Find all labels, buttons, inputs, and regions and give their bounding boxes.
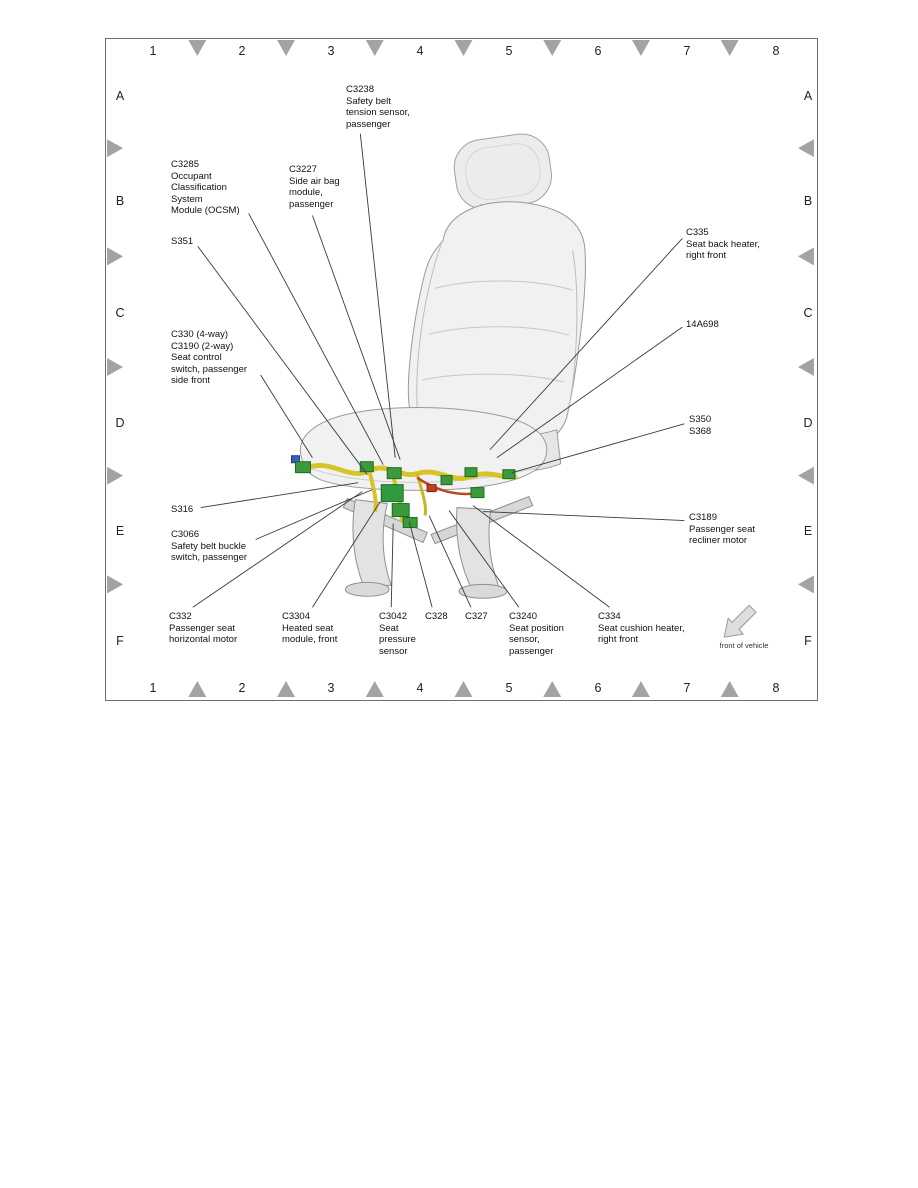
connector (380, 484, 404, 503)
grid-row-right-f: F (804, 633, 812, 648)
callout-c327: C327 (465, 611, 488, 622)
connector (402, 517, 418, 529)
front-of-vehicle-arrow-icon (723, 604, 757, 638)
leader-line (482, 511, 685, 521)
callout-c3240: C3240 Seat position sensor, passenger (509, 611, 564, 657)
leader-line (359, 133, 396, 458)
callout-s316: S316 (171, 504, 194, 515)
callout-s350-s368: S350 S368 (689, 414, 712, 437)
grid-row-right-b: B (803, 193, 813, 208)
grid-col-bottom-2: 2 (238, 680, 246, 695)
leader-line (312, 215, 401, 460)
callout-c3227: C3227 Side air bag module, passenger (289, 164, 340, 210)
grid-col-bottom-6: 6 (594, 680, 602, 695)
grid-row-left-c: C (115, 305, 125, 320)
leader-line (200, 482, 359, 509)
grid-col-bottom-5: 5 (505, 680, 513, 695)
connector (386, 467, 402, 480)
grid-col-bottom-7: 7 (683, 680, 691, 695)
leader-line (260, 374, 313, 458)
connector (440, 475, 453, 486)
grid-col-top-6: 6 (594, 43, 602, 58)
grid-row-right-c: C (803, 305, 813, 320)
callout-c328: C328 (425, 611, 448, 622)
grid-row-right-d: D (803, 415, 813, 430)
connector (391, 503, 410, 518)
grid-row-right-a: A (803, 88, 813, 103)
grid-col-bottom-1: 1 (149, 680, 157, 695)
grid-col-bottom-4: 4 (416, 680, 424, 695)
callout-c3304: C3304 Heated seat module, front (282, 611, 338, 646)
headrest (453, 133, 553, 210)
leader-line (390, 523, 394, 608)
leader-line (408, 521, 433, 608)
front-of-vehicle-label: front of vehicle (719, 641, 769, 650)
seat-diagram-art (107, 39, 814, 698)
grid-col-bottom-8: 8 (772, 680, 780, 695)
wiring-harness (291, 455, 518, 529)
callout-14a698: 14A698 (686, 319, 719, 330)
leader-line (511, 423, 685, 474)
callout-c330-c3190: C330 (4-way) C3190 (2-way) Seat control … (171, 329, 248, 387)
callout-c3238: C3238 Safety belt tension sensor, passen… (346, 84, 410, 130)
callout-c335: C335 Seat back heater, right front (686, 227, 760, 262)
connector (470, 487, 485, 499)
grid-col-bottom-3: 3 (327, 680, 335, 695)
leader-lines (192, 133, 685, 608)
grid-col-top-4: 4 (416, 43, 424, 58)
grid-row-left-e: E (115, 523, 125, 538)
callout-c3285-ocsm: C3285 Occupant Classification System Mod… (171, 159, 240, 217)
callout-s351: S351 (171, 236, 194, 247)
grid-col-top-3: 3 (327, 43, 335, 58)
grid-row-left-a: A (115, 88, 125, 103)
seat-illustration (291, 133, 586, 599)
connector (295, 461, 311, 474)
connector (426, 484, 437, 493)
grid-col-top-1: 1 (149, 43, 157, 58)
callout-c3066: C3066 Safety belt buckle switch, passeng… (171, 529, 248, 564)
callout-c3189: C3189 Passenger seat recliner motor (689, 512, 756, 547)
diagram-frame: 1 2 3 4 5 6 7 8 1 2 3 4 5 6 7 8 A B C D … (105, 38, 818, 701)
connector (502, 469, 516, 480)
grid-col-top-7: 7 (683, 43, 691, 58)
callout-c3042: C3042 Seat pressure sensor (379, 611, 416, 657)
grid-row-left-f: F (116, 633, 124, 648)
leader-line (312, 501, 381, 608)
grid-row-left-d: D (115, 415, 125, 430)
connector (464, 467, 478, 478)
grid-col-top-8: 8 (772, 43, 780, 58)
callout-c332: C332 Passenger seat horizontal motor (169, 611, 238, 646)
grid-edge-markers (107, 39, 814, 698)
leader-line (428, 515, 472, 608)
leader-line (448, 510, 520, 608)
leader-line (192, 491, 363, 608)
grid-row-right-e: E (803, 523, 813, 538)
connector (359, 461, 374, 473)
seat-base (342, 495, 534, 599)
grid-col-top-2: 2 (238, 43, 246, 58)
leader-line (472, 505, 610, 608)
leader-line (197, 246, 368, 475)
grid-row-left-b: B (115, 193, 125, 208)
grid-col-top-5: 5 (505, 43, 513, 58)
leader-line (496, 326, 683, 459)
leader-line (489, 238, 683, 451)
callout-c334: C334 Seat cushion heater, right front (598, 611, 685, 646)
leader-line (248, 213, 384, 465)
